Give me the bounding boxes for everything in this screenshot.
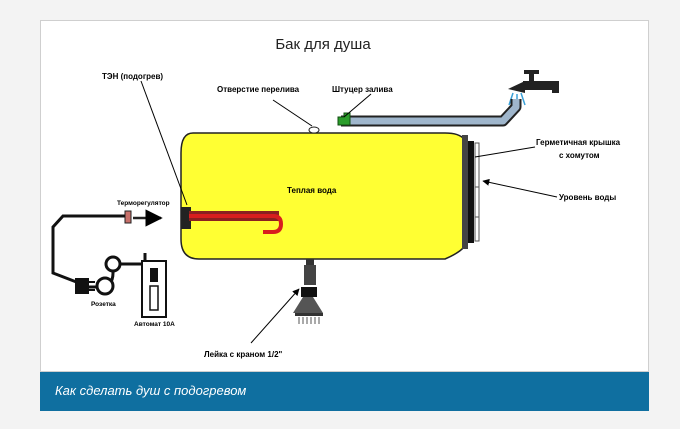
label-breaker: Автомат 10А (134, 321, 175, 328)
diagram-frame: Бак для душа (40, 20, 649, 372)
label-heater: ТЭН (подогрев) (102, 72, 163, 81)
heater-flange (181, 207, 191, 229)
plug-icon (75, 278, 89, 294)
supply-pipe (341, 99, 520, 125)
label-socket: Розетка (91, 301, 116, 308)
power-cable (51, 214, 125, 285)
label-water-level: Уровень воды (559, 193, 616, 202)
thermostat (124, 210, 132, 224)
label-warm-water: Теплая вода (287, 186, 337, 195)
caption-bar: Как сделать душ с подогревом (40, 372, 649, 411)
label-overflow: Отверстие перелива (217, 85, 300, 94)
caption-text: Как сделать душ с подогревом (55, 383, 247, 398)
label-lid-line1: Герметичная крышка (536, 138, 621, 147)
lid (468, 141, 474, 243)
socket-icon (95, 276, 115, 296)
level-gauge (474, 142, 480, 242)
label-thermostat: Терморегулятор (117, 200, 170, 207)
shower-tank-diagram: Бак для душа (51, 36, 621, 359)
shower-head-icon (293, 259, 323, 324)
lid-clamp (462, 135, 468, 249)
inlet-fitting (337, 112, 351, 126)
diagram-title: Бак для душа (275, 36, 371, 53)
tank (180, 132, 465, 260)
overflow-hole (308, 126, 320, 134)
label-shower: Лейка с краном 1/2" (204, 350, 283, 359)
label-lid-line2: с хомутом (559, 151, 600, 160)
label-inlet: Штуцер залива (332, 85, 393, 94)
